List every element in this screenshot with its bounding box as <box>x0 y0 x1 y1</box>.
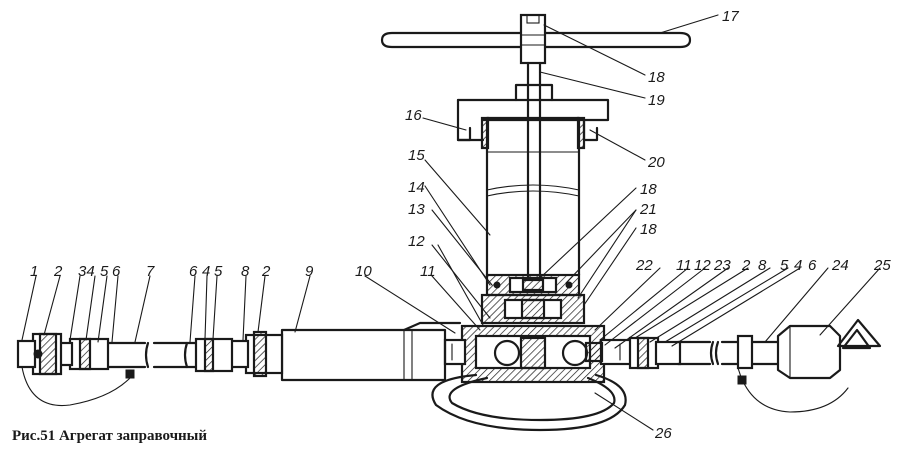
callout-19: 19 <box>648 92 665 109</box>
pump-cap <box>456 83 610 142</box>
callout-18: 18 <box>640 221 657 238</box>
callout-2: 2 <box>741 257 751 274</box>
callout-4: 4 <box>202 263 210 280</box>
left-hose-line <box>16 330 284 407</box>
callout-6: 6 <box>189 263 198 280</box>
leader-lines <box>21 14 881 431</box>
callout-26: 26 <box>654 425 672 442</box>
callout-13: 13 <box>408 201 425 218</box>
t-handle <box>380 13 692 65</box>
callout-4: 4 <box>794 257 802 274</box>
callout-6: 6 <box>808 257 817 274</box>
callout-12: 12 <box>694 257 711 274</box>
callout-24: 24 <box>831 257 849 274</box>
callout-14: 14 <box>408 179 425 196</box>
callout-7: 7 <box>146 263 155 280</box>
figure-caption: Рис.51 Агрегат заправочный <box>12 428 208 444</box>
callout-22: 22 <box>635 257 653 274</box>
callout-16: 16 <box>405 107 422 124</box>
callout-11: 11 <box>676 257 692 274</box>
callout-8: 8 <box>241 263 250 280</box>
callout-18: 18 <box>648 69 665 86</box>
callout-labels: 1 2 34 5 6 7 6 4 5 8 2 9 10 11 12 13 14 … <box>30 8 891 442</box>
callout-5: 5 <box>214 263 223 280</box>
callout-17: 17 <box>722 8 739 25</box>
piston-assembly <box>480 273 586 325</box>
callout-18: 18 <box>640 181 657 198</box>
callout-6: 6 <box>112 263 121 280</box>
valve-body <box>443 324 633 384</box>
callout-15: 15 <box>408 147 425 164</box>
callout-9: 9 <box>305 263 314 280</box>
right-hose-line <box>628 318 882 413</box>
callout-8: 8 <box>758 257 767 274</box>
callout-20: 20 <box>647 154 665 171</box>
callout-25: 25 <box>873 257 891 274</box>
filter-body <box>280 321 462 382</box>
callout-10: 10 <box>355 263 372 280</box>
callout-12: 12 <box>408 233 425 250</box>
callout-5: 5 <box>100 263 109 280</box>
callout-23: 23 <box>713 257 731 274</box>
pump-rod <box>526 61 542 282</box>
callout-21: 21 <box>639 201 657 218</box>
callout-1: 1 <box>30 263 38 280</box>
callout-5: 5 <box>780 257 789 274</box>
callout-2: 2 <box>53 263 63 280</box>
support-loop <box>431 373 627 432</box>
callout-11: 11 <box>420 263 436 280</box>
callout-34: 34 <box>78 263 95 280</box>
callout-2: 2 <box>261 263 271 280</box>
pump-cylinder <box>480 116 586 277</box>
